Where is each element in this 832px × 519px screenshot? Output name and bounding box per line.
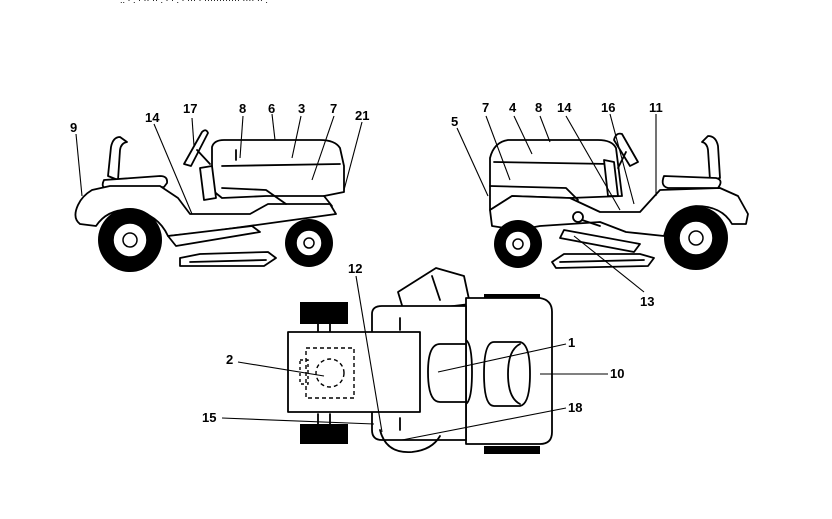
callout-7-right: 7 [482, 100, 489, 115]
callout-9: 9 [70, 120, 77, 135]
right-rear-fender [489, 187, 749, 237]
top-headlight [483, 341, 531, 407]
right-hood [489, 139, 623, 211]
header-text: .. · . · ·· ·· . · · . · ··· · ·········… [120, 0, 268, 5]
left-front-wheel [285, 219, 333, 267]
left-seat [101, 136, 169, 190]
left-hood [199, 139, 345, 207]
left-mower-deck [179, 251, 277, 267]
left-side-view [74, 129, 345, 272]
callout-14-left: 14 [145, 110, 160, 125]
callout-13: 13 [640, 294, 654, 309]
top-dashed-circle [315, 358, 345, 388]
right-seat [661, 135, 722, 189]
top-lever-arc [379, 429, 441, 453]
callout-7-left: 7 [330, 101, 337, 116]
callout-21: 21 [355, 108, 369, 123]
top-dash-oval [427, 343, 467, 403]
callout-3: 3 [298, 101, 305, 116]
callout-8-left: 8 [239, 101, 246, 116]
callout-8-right: 8 [535, 100, 542, 115]
right-lever-footrest [559, 211, 641, 253]
callout-17: 17 [183, 101, 197, 116]
leader-lines [75, 113, 657, 441]
top-view [287, 267, 553, 454]
left-footrest [167, 225, 261, 247]
callout-4: 4 [509, 100, 517, 115]
top-wheel-rear-left [300, 302, 348, 324]
callout-15: 15 [202, 410, 216, 425]
right-rear-wheel [664, 206, 728, 270]
callout-11: 11 [649, 100, 663, 115]
callout-5: 5 [451, 114, 458, 129]
left-rear-wheel [98, 208, 162, 272]
callout-2: 2 [226, 352, 233, 367]
left-steering-wheel [183, 129, 211, 167]
callout-12: 12 [348, 261, 362, 276]
callout-6: 6 [268, 101, 275, 116]
top-wheel-front-bottom [484, 446, 540, 454]
callout-1: 1 [568, 335, 575, 350]
right-mower-deck [551, 253, 655, 269]
callout-10: 10 [610, 366, 624, 381]
top-wheel-rear-right [300, 424, 348, 444]
callout-18: 18 [568, 400, 582, 415]
callout-14-right: 14 [557, 100, 572, 115]
callout-16: 16 [601, 100, 615, 115]
right-side-view [489, 132, 749, 270]
callout-labels: 9 14 17 8 6 3 7 21 5 7 4 8 14 16 11 13 1… [70, 100, 663, 425]
right-front-wheel [494, 220, 542, 268]
